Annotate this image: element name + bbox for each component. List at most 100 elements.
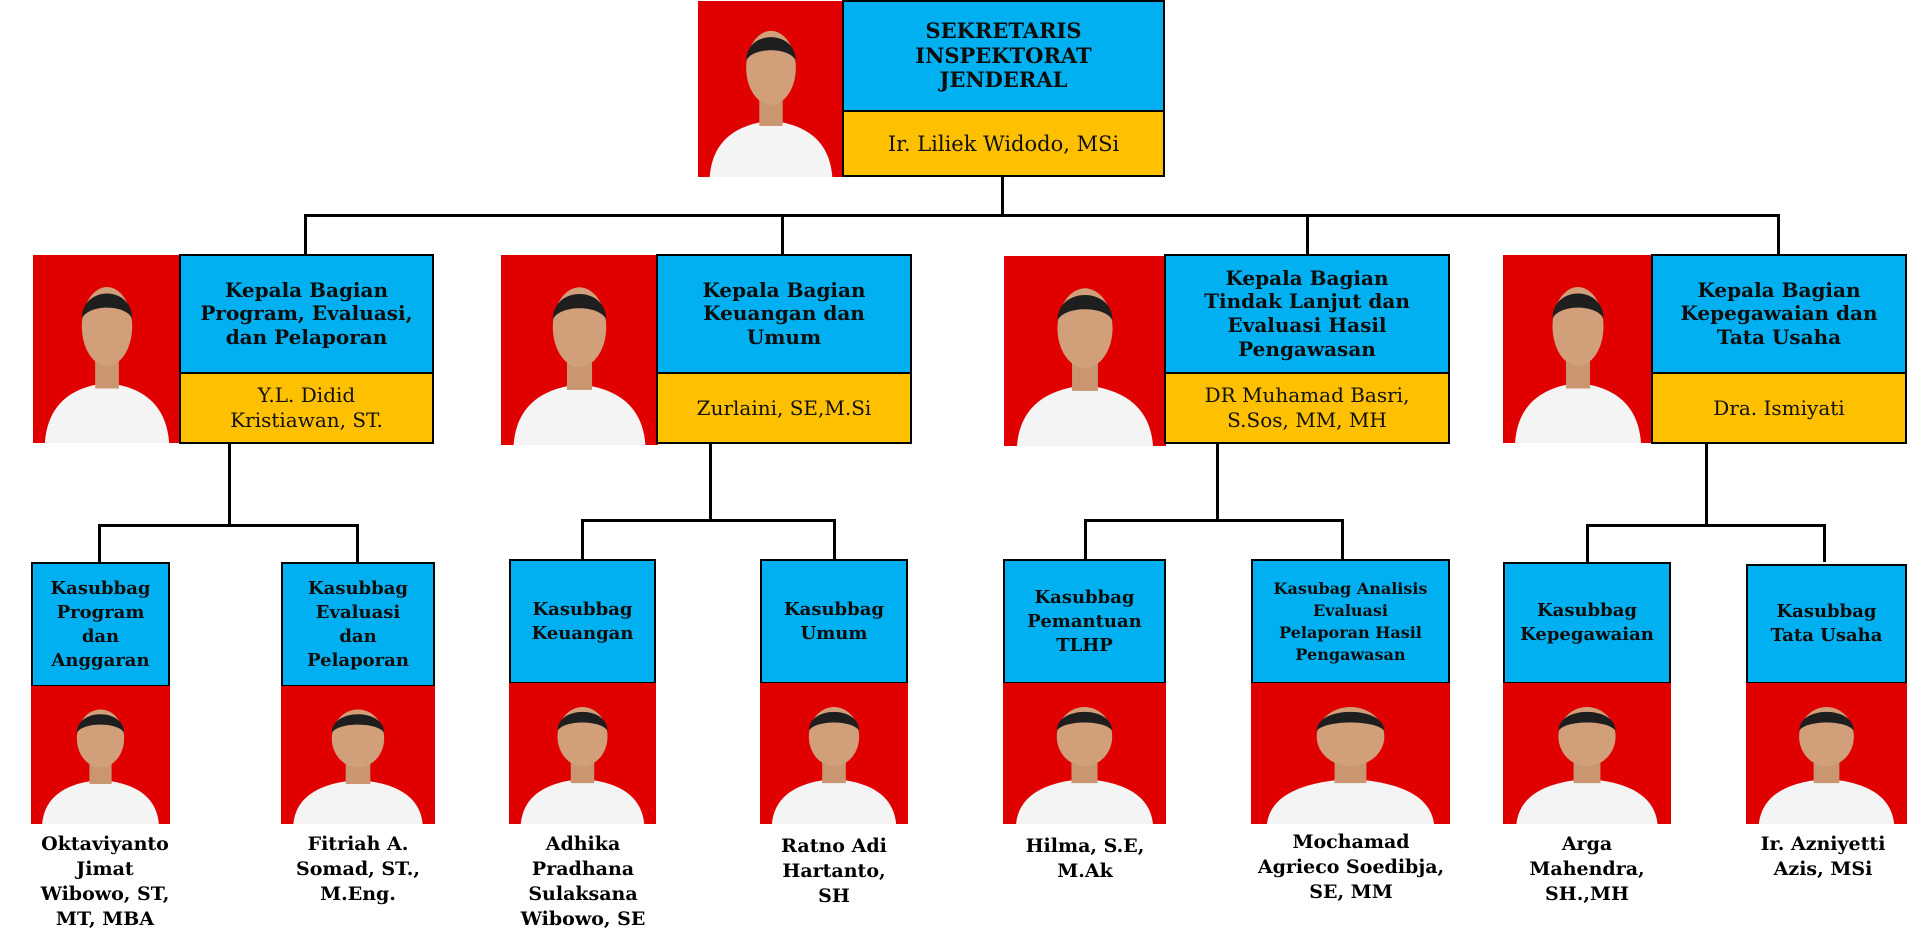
hair-shape bbox=[1057, 294, 1113, 321]
neck-shape bbox=[345, 761, 371, 784]
connector bbox=[1586, 524, 1826, 527]
shirt-shape bbox=[293, 779, 423, 824]
sub-title-6: Kasubag Analisis Evaluasi Pelaporan Hasi… bbox=[1251, 559, 1450, 684]
connector bbox=[1084, 519, 1344, 522]
dept-head-name-4: Dra. Ismiyati bbox=[1651, 372, 1907, 444]
shirt-shape bbox=[1515, 382, 1641, 443]
portrait-image bbox=[33, 255, 181, 443]
sub-title-8: Kasubbag Tata Usaha bbox=[1746, 564, 1907, 684]
connector bbox=[356, 524, 359, 562]
hair-shape bbox=[1552, 293, 1604, 319]
shirt-shape bbox=[513, 384, 646, 445]
portrait-image bbox=[31, 686, 170, 824]
sub-name-5: Hilma, S.E, M.Ak bbox=[1025, 835, 1145, 882]
dept-head-photo-3 bbox=[1004, 256, 1166, 446]
dept-head-title-text: Kepala Bagian Tindak Lanjut dan Evaluasi… bbox=[1204, 265, 1410, 361]
connector bbox=[781, 214, 784, 256]
sub-title-text: Kasubag Analisis Evaluasi Pelaporan Hasi… bbox=[1273, 578, 1428, 664]
neck-shape bbox=[1573, 760, 1601, 784]
dept-head-photo-4 bbox=[1503, 255, 1653, 443]
dept-head-title-text: Kepala Bagian Program, Evaluasi, dan Pel… bbox=[200, 277, 413, 349]
hair-shape bbox=[746, 37, 796, 61]
head-photo bbox=[698, 1, 844, 177]
shirt-shape bbox=[44, 382, 170, 443]
dept-head-title-2: Kepala Bagian Keuangan dan Umum bbox=[656, 254, 912, 374]
head-title: SEKRETARIS INSPEKTORAT JENDERAL bbox=[842, 0, 1165, 112]
portrait-image bbox=[1251, 683, 1450, 824]
head-name-text: Ir. Liliek Widodo, MSi bbox=[887, 131, 1120, 156]
connector bbox=[304, 214, 1780, 217]
neck-shape bbox=[89, 761, 112, 784]
shirt-shape bbox=[1758, 778, 1895, 824]
hair-shape bbox=[557, 711, 608, 731]
sub-name-6: Mochamad Agrieco Soedibja, SE, MM bbox=[1257, 831, 1445, 903]
dept-head-title-text: Kepala Bagian Kepegawaian dan Tata Usaha bbox=[1680, 277, 1878, 349]
sub-title-3: Kasubbag Keuangan bbox=[509, 559, 656, 684]
portrait-image bbox=[698, 1, 844, 177]
hair-shape bbox=[1316, 711, 1385, 731]
connector bbox=[1777, 214, 1780, 256]
connector bbox=[1705, 444, 1708, 527]
connector bbox=[1306, 214, 1309, 256]
sub-title-text: Kasubbag Evaluasi dan Pelaporan bbox=[307, 577, 409, 671]
head-title-text: SEKRETARIS INSPEKTORAT JENDERAL bbox=[915, 17, 1092, 93]
neck-shape bbox=[759, 97, 783, 126]
neck-shape bbox=[1813, 760, 1840, 784]
connector bbox=[98, 524, 101, 562]
sub-title-text: Kasubbag Program dan Anggaran bbox=[50, 577, 151, 671]
portrait-image bbox=[1503, 683, 1671, 824]
dept-head-name-1: Y.L. Didid Kristiawan, ST. bbox=[179, 372, 434, 444]
sub-photo-4 bbox=[760, 683, 908, 824]
dept-head-photo-2 bbox=[501, 255, 658, 445]
sub-title-4: Kasubbag Umum bbox=[760, 559, 908, 684]
hair-shape bbox=[81, 293, 133, 319]
connector bbox=[1001, 177, 1004, 216]
connector bbox=[581, 519, 584, 559]
sub-title-2: Kasubbag Evaluasi dan Pelaporan bbox=[281, 562, 435, 687]
shirt-shape bbox=[1266, 778, 1435, 824]
sub-title-7: Kasubbag Kepegawaian bbox=[1503, 562, 1671, 684]
connector bbox=[709, 444, 712, 522]
dept-head-title-text: Kepala Bagian Keuangan dan Umum bbox=[702, 277, 866, 349]
shirt-shape bbox=[1516, 778, 1658, 824]
portrait-image bbox=[281, 686, 435, 824]
connector bbox=[1084, 519, 1087, 559]
sub-name-1: Oktaviyanto Jimat Wibowo, ST, MT, MBA bbox=[40, 833, 170, 930]
dept-head-name-2: Zurlaini, SE,M.Si bbox=[656, 372, 912, 444]
sub-photo-6 bbox=[1251, 683, 1450, 824]
portrait-image bbox=[501, 255, 658, 445]
shirt-shape bbox=[1016, 778, 1153, 824]
connector bbox=[1341, 519, 1344, 559]
hair-shape bbox=[76, 714, 125, 733]
neck-shape bbox=[1334, 760, 1367, 784]
sub-name-4: Ratno Adi Hartanto, SH bbox=[781, 835, 887, 907]
sub-photo-5 bbox=[1003, 683, 1166, 824]
hair-shape bbox=[1799, 711, 1854, 731]
sub-title-text: Kasubbag Keuangan bbox=[531, 598, 634, 644]
dept-head-name-3: DR Muhamad Basri, S.Sos, MM, MH bbox=[1164, 372, 1450, 444]
connector bbox=[581, 519, 836, 522]
hair-shape bbox=[331, 714, 385, 733]
dept-head-name-text: DR Muhamad Basri, S.Sos, MM, MH bbox=[1204, 383, 1410, 432]
portrait-image bbox=[509, 683, 656, 824]
sub-title-1: Kasubbag Program dan Anggaran bbox=[31, 562, 170, 687]
neck-shape bbox=[822, 760, 846, 784]
neck-shape bbox=[570, 760, 595, 784]
hair-shape bbox=[1558, 711, 1616, 731]
sub-title-text: Kasubbag Tata Usaha bbox=[1770, 601, 1883, 646]
sub-photo-3 bbox=[509, 683, 656, 824]
portrait-image bbox=[760, 683, 908, 824]
sub-title-text: Kasubbag Pemantuan TLHP bbox=[1027, 586, 1142, 656]
sub-name-7: Arga Mahendra, SH.,MH bbox=[1529, 833, 1645, 905]
sub-name-2: Fitriah A. Somad, ST., M.Eng. bbox=[296, 833, 420, 905]
connector bbox=[833, 519, 836, 559]
sub-name-3: Adhika Pradhana Sulaksana Wibowo, SE bbox=[520, 833, 646, 930]
connector bbox=[1823, 524, 1826, 562]
connector bbox=[304, 214, 307, 256]
shirt-shape bbox=[520, 778, 645, 824]
dept-head-photo-1 bbox=[33, 255, 181, 443]
connector bbox=[1586, 524, 1589, 562]
portrait-image bbox=[1503, 255, 1653, 443]
portrait-image bbox=[1746, 683, 1907, 824]
